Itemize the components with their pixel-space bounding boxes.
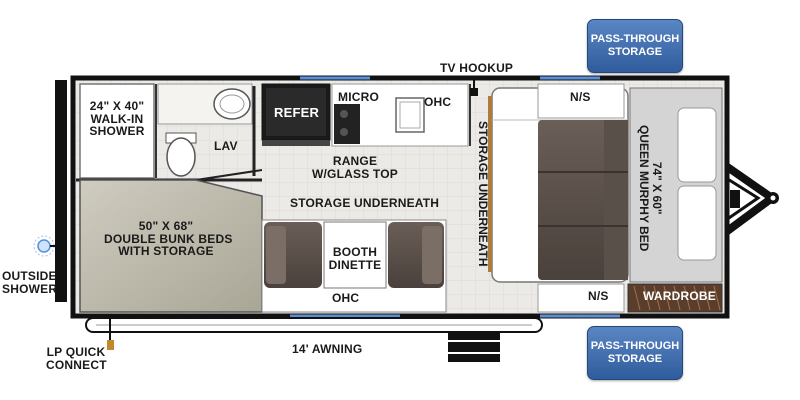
outside-shower-label: OUTSIDE SHOWER <box>2 269 58 296</box>
ohc-dinette-label: OHC <box>332 291 360 305</box>
badge-line: STORAGE <box>607 353 663 365</box>
range-line-2: W/GLASS TOP <box>312 166 398 181</box>
outside-shower-line-2: SHOWER <box>2 281 58 296</box>
storage-underneath-label: STORAGE UNDERNEATH <box>290 196 440 210</box>
storage-underneath-vertical-label: STORAGE UNDERNEATH <box>476 121 490 267</box>
ns-bottom-label: N/S <box>588 289 609 303</box>
tv-hookup-marker <box>470 88 478 96</box>
shower-size: 24" X 40" <box>89 99 145 113</box>
outside-shower-line-1: OUTSIDE <box>2 269 57 283</box>
murphy-type: QUEEN MURPHY BED <box>637 124 651 252</box>
badge-line: PASS-THROUGH <box>590 33 680 46</box>
booth-label: BOOTH DINETTE <box>326 246 384 271</box>
pass-through-storage-bottom: PASS-THROUGH STORAGE <box>587 326 683 380</box>
windows <box>290 76 620 318</box>
ohc-kitchen-label: OHC <box>424 95 452 109</box>
lav-label: LAV <box>214 139 238 153</box>
range-line-1: RANGE <box>332 154 378 168</box>
range-label: RANGE W/GLASS TOP <box>308 155 402 180</box>
murphy-size: 74" X 60" <box>650 161 665 215</box>
tv-hookup-label: TV HOOKUP <box>440 61 514 75</box>
hitch <box>723 162 779 236</box>
lav-sink <box>213 88 251 120</box>
shower <box>79 83 155 179</box>
lp-connect-fixture <box>107 316 114 350</box>
shower-name: SHOWER <box>89 124 145 139</box>
nightstand-bottom <box>537 283 625 313</box>
rear-bumper <box>55 80 67 302</box>
micro-label: MICRO <box>338 90 379 104</box>
refer-label: REFER <box>274 105 320 120</box>
toilet <box>166 137 196 177</box>
nightstand-top <box>537 83 625 119</box>
lp-line-2: CONNECT <box>46 357 107 372</box>
awning <box>85 317 543 333</box>
booth-line-2: DINETTE <box>328 257 382 272</box>
kitchen-sink <box>395 97 425 133</box>
bunk-label: 50" X 68" DOUBLE BUNK BEDS WITH STORAGE <box>104 219 233 259</box>
awning-label: 14' AWNING <box>292 342 363 356</box>
booth-line-1: BOOTH <box>332 245 378 259</box>
shower-label: 24" X 40" WALK-IN SHOWER <box>84 100 150 138</box>
outside-shower-fixture <box>33 235 56 257</box>
lp-label: LP QUICK CONNECT <box>46 345 107 372</box>
shower-type: WALK-IN <box>90 111 144 126</box>
ns-top-label: N/S <box>570 90 591 104</box>
wardrobe-label: WARDROBE <box>643 289 716 303</box>
lp-line-1: LP QUICK <box>46 345 106 359</box>
badge-line: STORAGE <box>607 46 663 58</box>
bunk-size: 50" X 68" <box>138 219 194 233</box>
dinette-table <box>323 221 387 289</box>
range-top <box>334 104 360 144</box>
pass-through-storage-top: PASS-THROUGH STORAGE <box>587 19 683 73</box>
bunk-type: DOUBLE BUNK BEDS <box>104 231 233 246</box>
bunk-note: WITH STORAGE <box>118 244 214 259</box>
murphy-bed-label: 74" X 60" QUEEN MURPHY BED <box>637 118 665 258</box>
badge-line: PASS-THROUGH <box>590 340 680 353</box>
